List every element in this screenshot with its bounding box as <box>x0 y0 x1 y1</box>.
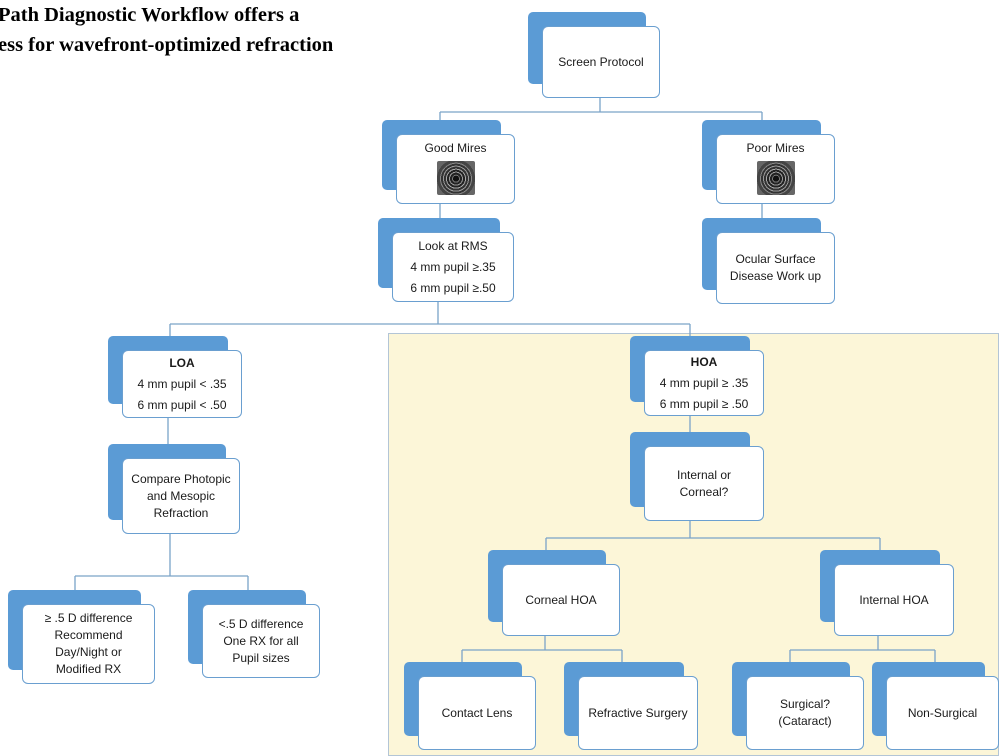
node-line: ≥ .5 D difference <box>44 611 133 625</box>
node-loa: LOA 4 mm pupil < .35 6 mm pupil < .50 <box>108 336 242 418</box>
node-line: 4 mm pupil < .35 <box>137 376 227 391</box>
connector-screen-to-mires <box>439 98 763 120</box>
node-line: Look at RMS <box>418 238 488 253</box>
node-ocular-surface: Ocular Surface Disease Work up <box>702 218 835 304</box>
node-line: 6 mm pupil ≥ .50 <box>659 396 749 411</box>
node-line: Pupil sizes <box>232 650 290 665</box>
node-corneal-hoa: Corneal HOA <box>488 550 620 636</box>
node-line: Ocular Surface <box>735 252 816 266</box>
node-line: Refraction <box>153 505 209 520</box>
node-non-surgical: Non-Surgical <box>872 662 999 750</box>
node-compare-refraction: Compare Photopic and Mesopic Refraction <box>108 444 240 534</box>
connector-rms-to-loa-hoa <box>169 302 691 336</box>
node-label: Contact Lens <box>441 705 513 720</box>
diagram-heading: Path Diagnostic Workflow offers a ess fo… <box>0 0 333 60</box>
node-label: Non-Surgical <box>907 705 978 720</box>
node-label: Internal HOA <box>859 592 929 607</box>
heading-line-2: ess for wavefront-optimized refraction <box>0 34 334 56</box>
eye-topography-image <box>756 161 795 195</box>
node-surgical: Surgical? (Cataract) <box>732 662 864 750</box>
node-line: Disease Work up <box>729 269 822 283</box>
heading-line-1: Path Diagnostic Workflow offers a <box>0 4 300 26</box>
node-line: Corneal? <box>679 484 729 499</box>
node-label: Poor Mires <box>746 141 805 155</box>
node-title: HOA <box>690 354 718 369</box>
node-internal-or-corneal: Internal or Corneal? <box>630 432 764 521</box>
node-line: Modified RX <box>55 662 122 676</box>
node-line: and Mesopic <box>146 488 216 503</box>
node-internal-hoa: Internal HOA <box>820 550 954 636</box>
node-poor-mires: Poor Mires <box>702 120 835 204</box>
node-line: Compare Photopic <box>131 471 231 486</box>
node-refractive-surgery: Refractive Surgery <box>564 662 698 750</box>
eye-topography-image <box>436 161 475 195</box>
connector-internal-hoa-to-leaves <box>789 636 936 662</box>
node-line: (Cataract) <box>778 714 832 728</box>
node-lt-5d-difference: <.5 D difference One RX for all Pupil si… <box>188 590 320 678</box>
connector-internal-to-hoa-types <box>545 521 881 550</box>
node-label: Good Mires <box>424 141 487 155</box>
node-label: Refractive Surgery <box>588 705 688 720</box>
node-screen-protocol: Screen Protocol <box>528 12 660 98</box>
node-line: 4 mm pupil ≥ .35 <box>659 375 749 390</box>
node-title: LOA <box>169 355 195 370</box>
connector-compare-to-diff <box>74 534 249 590</box>
node-contact-lens: Contact Lens <box>404 662 536 750</box>
node-line: Internal or <box>676 467 732 482</box>
node-line: 6 mm pupil < .50 <box>137 397 227 412</box>
node-label: Screen Protocol <box>558 54 644 69</box>
node-look-at-rms: Look at RMS 4 mm pupil ≥.35 6 mm pupil ≥… <box>378 218 514 302</box>
node-hoa: HOA 4 mm pupil ≥ .35 6 mm pupil ≥ .50 <box>630 336 764 416</box>
node-line: Recommend <box>54 628 123 642</box>
connector-corneal-to-leaves <box>461 636 623 662</box>
node-line: 6 mm pupil ≥.50 <box>410 280 496 295</box>
node-line: One RX for all <box>223 633 299 648</box>
node-label: Corneal HOA <box>525 592 597 607</box>
node-ge-5d-difference: ≥ .5 D difference Recommend Day/Night or… <box>8 590 155 684</box>
node-line: <.5 D difference <box>218 616 304 631</box>
node-line: Surgical? <box>779 697 831 711</box>
node-line: 4 mm pupil ≥.35 <box>410 259 496 274</box>
node-line: Day/Night or <box>55 645 122 659</box>
node-good-mires: Good Mires <box>382 120 515 204</box>
